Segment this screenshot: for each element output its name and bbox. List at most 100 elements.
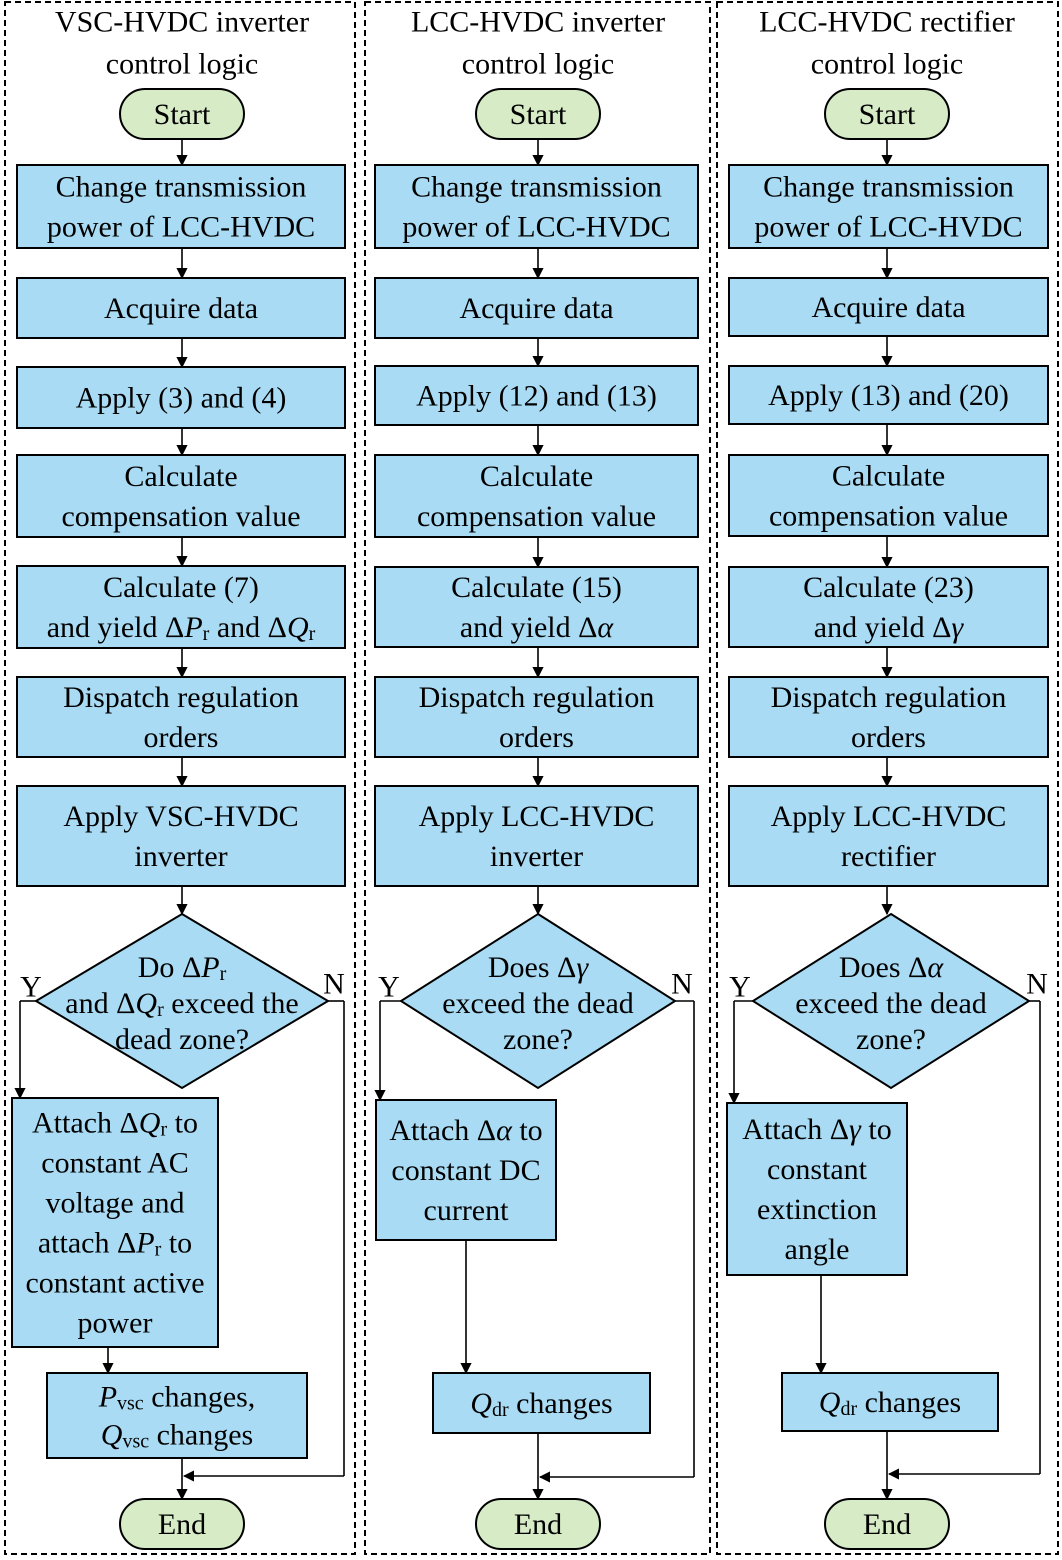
- decision-diamond: [34, 912, 330, 1090]
- action-label-line: constant DC: [391, 1154, 540, 1187]
- process-label: Change transmission power of LCC-HVDC: [754, 170, 1022, 243]
- process-label-line: power of LCC-HVDC: [754, 210, 1022, 243]
- action-label-line: constant AC: [41, 1146, 189, 1179]
- process-label-line: and yield Δγ: [814, 611, 965, 644]
- process-box: [728, 365, 1049, 425]
- decision-label-line: exceed the dead: [442, 987, 634, 1020]
- column-panel: [716, 1, 1059, 1555]
- process-label-line: orders: [851, 721, 926, 754]
- column-title: control logic: [106, 48, 258, 81]
- process-label-line: and yield Δα: [460, 611, 615, 644]
- process-label-line: Change transmission: [763, 170, 1014, 203]
- process-label: Apply (12) and (13): [416, 379, 657, 412]
- no-label: N: [323, 968, 345, 1001]
- column-title: control logic: [811, 48, 963, 81]
- result-box: [432, 1372, 651, 1434]
- process-label-line: inverter: [134, 840, 227, 873]
- column-title: VSC-HVDC inverter: [55, 6, 309, 39]
- column-title: control logic: [462, 48, 614, 81]
- process-box: [728, 277, 1049, 337]
- action-label-line: voltage and: [45, 1186, 184, 1219]
- process-label-line: orders: [499, 721, 574, 754]
- process-label-line: Calculate: [832, 459, 945, 492]
- result-label-line: Qvsc​ changes: [101, 1418, 253, 1453]
- process-label-line: Apply (3) and (4): [76, 381, 287, 414]
- process-box: [16, 785, 346, 887]
- action-label: Attach Δα to constant DC current: [389, 1114, 542, 1227]
- start-label-line: Start: [859, 98, 916, 131]
- process-label-line: Apply (12) and (13): [416, 379, 657, 412]
- process-label: Calculate (23) and yield Δγ: [803, 571, 974, 644]
- decision-label-line: dead zone?: [115, 1023, 249, 1056]
- process-box: [374, 164, 699, 249]
- result-label: Qdr​ changes: [470, 1387, 612, 1422]
- process-label-line: compensation value: [61, 500, 300, 533]
- action-box: [11, 1097, 219, 1348]
- process-box: [16, 164, 346, 249]
- no-label: N: [1026, 968, 1048, 1001]
- process-label-line: Apply LCC-HVDC: [771, 800, 1007, 833]
- process-label-line: Dispatch regulation: [771, 681, 1007, 714]
- result-label-line: Qdr​ changes: [470, 1387, 612, 1422]
- process-label-line: Apply LCC-HVDC: [419, 800, 655, 833]
- action-label-line: constant active: [25, 1266, 204, 1299]
- process-label-line: Calculate (15): [451, 571, 622, 604]
- process-label: Calculate (15) and yield Δα: [451, 571, 622, 644]
- column-title: LCC-HVDC inverter: [411, 6, 665, 39]
- process-label-line: Acquire data: [811, 291, 965, 324]
- end-label-line: End: [863, 1508, 911, 1541]
- action-box: [726, 1102, 908, 1276]
- process-label-line: Calculate (23): [803, 571, 974, 604]
- action-label: Attach ΔQr​ to constant AC voltage and atta…: [25, 1106, 204, 1339]
- process-label-line: compensation value: [769, 499, 1008, 532]
- process-label-line: Dispatch regulation: [419, 681, 655, 714]
- process-label: Dispatch regulation orders: [419, 681, 655, 754]
- process-box: [728, 566, 1049, 648]
- process-label: Acquire data: [104, 292, 258, 325]
- process-box: [374, 365, 699, 426]
- process-label-line: Calculate: [480, 460, 593, 493]
- process-box: [374, 277, 699, 339]
- decision-label-line: zone?: [856, 1023, 926, 1056]
- action-label-line: Attach Δγ to: [742, 1113, 891, 1146]
- process-label-line: Acquire data: [104, 292, 258, 325]
- action-label-line: current: [424, 1194, 510, 1227]
- process-label: Apply (3) and (4): [76, 381, 287, 414]
- yes-label: Y: [378, 971, 400, 1004]
- decision-diamond: [399, 912, 677, 1090]
- process-label-line: Calculate (7): [103, 571, 259, 604]
- start-label: Start: [154, 98, 211, 131]
- result-box: [781, 1372, 999, 1432]
- result-label-line: Qdr​ changes: [819, 1386, 961, 1421]
- process-box: [16, 454, 346, 538]
- action-label-line: Attach ΔQr​ to: [32, 1106, 198, 1141]
- result-label-line: Pvsc​ changes,: [98, 1380, 256, 1415]
- start-label-line: Start: [510, 98, 567, 131]
- action-label-line: attach ΔPr​ to: [38, 1226, 192, 1261]
- column-title: LCC-HVDC rectifier: [759, 6, 1015, 39]
- action-label-line: angle: [785, 1233, 850, 1266]
- action-label-line: Attach Δα to: [389, 1114, 542, 1147]
- decision-label-line: and ΔQr​ exceed the: [65, 987, 298, 1022]
- column-panel: [364, 1, 711, 1555]
- process-label-line: and yield ΔPr​ and ΔQr​: [47, 611, 316, 646]
- yes-label: Y: [20, 971, 42, 1004]
- process-label: Acquire data: [459, 292, 613, 325]
- process-box: [16, 277, 346, 339]
- process-label: Dispatch regulation orders: [771, 681, 1007, 754]
- process-box: [374, 566, 699, 648]
- start-label: Start: [859, 98, 916, 131]
- process-box: [728, 454, 1049, 537]
- process-label-line: Apply (13) and (20): [768, 379, 1009, 412]
- process-box: [374, 676, 699, 758]
